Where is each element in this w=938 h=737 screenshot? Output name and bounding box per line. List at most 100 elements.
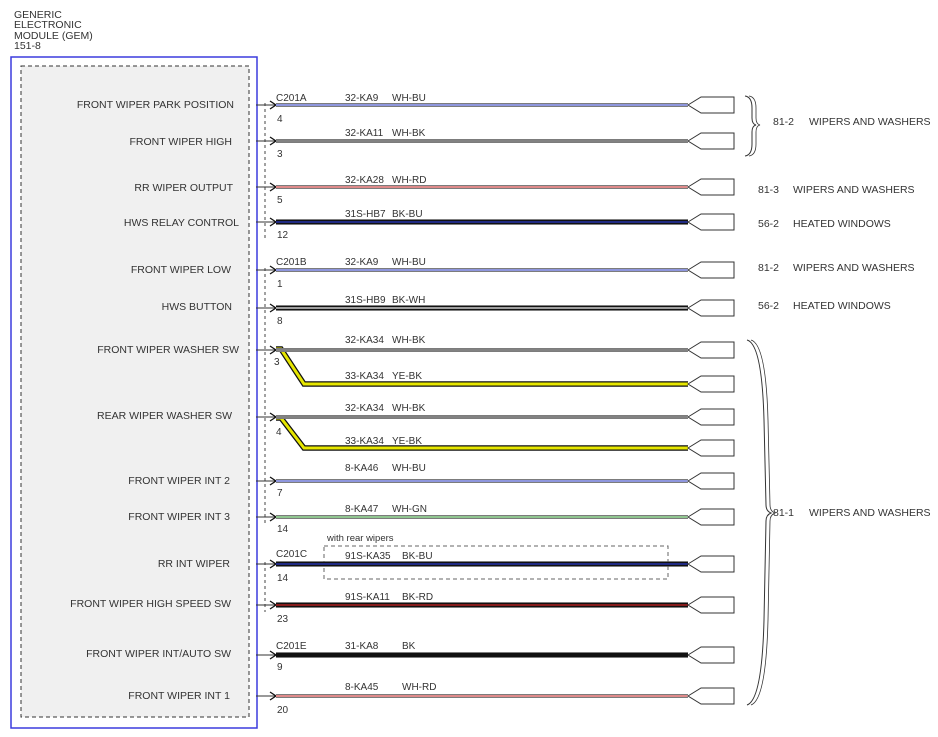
pin-labels: FRONT WIPER PARK POSITION FRONT WIPER HI… bbox=[70, 99, 239, 702]
signal-label: FRONT WIPER INT 1 bbox=[128, 690, 230, 702]
module-title-line: GENERIC bbox=[14, 9, 62, 21]
wire-color: YE-BK bbox=[392, 436, 422, 447]
circuit-id: 32-KA11 bbox=[345, 128, 384, 139]
signal-label: FRONT WIPER INT 3 bbox=[128, 511, 230, 523]
module-title-line: 151-8 bbox=[14, 40, 41, 52]
circuit-id: 33-KA34 bbox=[345, 436, 384, 447]
connector-terminal bbox=[687, 261, 735, 279]
wire-color: YE-BK bbox=[392, 371, 422, 382]
signal-label: FRONT WIPER INT 2 bbox=[128, 475, 230, 487]
connector-terminal bbox=[687, 508, 735, 526]
signal-label: RR WIPER OUTPUT bbox=[134, 182, 233, 194]
destinations: 81-2 WIPERS AND WASHERS 81-3 WIPERS AND … bbox=[758, 116, 931, 519]
signal-label: FRONT WIPER PARK POSITION bbox=[77, 99, 234, 111]
signal-label: FRONT WIPER WASHER SW bbox=[97, 344, 239, 356]
wire-color: WH-RD bbox=[392, 175, 426, 186]
connector-terminal bbox=[687, 132, 735, 150]
wire-color: WH-GN bbox=[392, 504, 427, 515]
brace-group-bottom bbox=[746, 339, 777, 706]
signal-label: RR INT WIPER bbox=[158, 558, 231, 570]
pin-number: 7 bbox=[277, 488, 283, 499]
pin-numbers: 4 3 5 12 1 8 3 4 7 14 14 23 9 20 bbox=[274, 114, 289, 716]
pin-number: 4 bbox=[276, 427, 282, 438]
pin-number: 20 bbox=[277, 705, 289, 716]
signal-label: HWS RELAY CONTROL bbox=[124, 217, 239, 229]
signal-label: FRONT WIPER HIGH bbox=[130, 136, 232, 148]
pin-number: 8 bbox=[277, 316, 283, 327]
connector-label: C201B bbox=[276, 257, 307, 268]
wire-color: BK-WH bbox=[392, 295, 425, 306]
wire-color: BK bbox=[402, 641, 416, 652]
connector-label: C201E bbox=[276, 641, 307, 652]
destination-brace bbox=[748, 95, 761, 157]
circuit-id: 32-KA9 bbox=[345, 93, 379, 104]
splice-front-washer bbox=[276, 346, 688, 387]
destination-ref: 81-3 bbox=[758, 184, 779, 196]
pin-number: 9 bbox=[277, 662, 283, 673]
pin-number: 23 bbox=[277, 614, 289, 625]
connector-label: C201C bbox=[276, 549, 307, 560]
connector-terminal bbox=[687, 472, 735, 490]
wire-color: WH-BU bbox=[392, 257, 426, 268]
circuit-id: 32-KA28 bbox=[345, 175, 384, 186]
connector-terminal bbox=[687, 687, 735, 705]
destination-ref: 56-2 bbox=[758, 300, 779, 312]
circuit-labels: 32-KA9 WH-BU 32-KA11 WH-BK 32-KA28 WH-RD… bbox=[345, 93, 436, 693]
module-title-line: MODULE (GEM) bbox=[14, 30, 93, 42]
destination-label: WIPERS AND WASHERS bbox=[809, 116, 931, 128]
wire-color: BK-BU bbox=[402, 551, 433, 562]
connector-terminal bbox=[687, 213, 735, 231]
destination-brace bbox=[750, 339, 777, 706]
connector-terminal bbox=[687, 299, 735, 317]
circuit-id: 91S-KA35 bbox=[345, 551, 391, 562]
module-inner-panel bbox=[20, 65, 250, 718]
option-note: with rear wipers bbox=[326, 533, 394, 544]
signal-label: REAR WIPER WASHER SW bbox=[97, 410, 232, 422]
wire-color: BK-RD bbox=[402, 592, 433, 603]
module-title-line: ELECTRONIC bbox=[14, 19, 82, 31]
connector-terminal bbox=[687, 96, 735, 114]
signal-label: FRONT WIPER INT/AUTO SW bbox=[86, 648, 231, 660]
circuit-id: 33-KA34 bbox=[345, 371, 384, 382]
circuit-id: 32-KA9 bbox=[345, 257, 379, 268]
circuit-id: 32-KA34 bbox=[345, 335, 384, 346]
circuit-id: 31-KA8 bbox=[345, 641, 379, 652]
circuit-id: 31S-HB9 bbox=[345, 295, 386, 306]
wire-color: WH-BK bbox=[392, 128, 426, 139]
destination-ref: 81-1 bbox=[773, 507, 794, 519]
destination-label: WIPERS AND WASHERS bbox=[793, 184, 915, 196]
pin-number: 3 bbox=[274, 357, 280, 368]
wire-color: WH-BU bbox=[392, 93, 426, 104]
pin-number: 1 bbox=[277, 279, 283, 290]
destination-ref: 56-2 bbox=[758, 218, 779, 230]
splice-rear-washer bbox=[276, 415, 688, 451]
pin-number: 14 bbox=[277, 573, 289, 584]
pin-number: 4 bbox=[277, 114, 283, 125]
signal-label: FRONT WIPER HIGH SPEED SW bbox=[70, 598, 231, 610]
pin-number: 3 bbox=[277, 149, 283, 160]
wires bbox=[256, 96, 735, 705]
destination-ref: 81-2 bbox=[758, 262, 779, 274]
destination-label: WIPERS AND WASHERS bbox=[809, 507, 931, 519]
destination-ref: 81-2 bbox=[773, 116, 794, 128]
connector-terminal bbox=[687, 555, 735, 573]
circuit-id: 31S-HB7 bbox=[345, 209, 386, 220]
connector-terminal bbox=[687, 341, 735, 359]
destination-brace bbox=[744, 95, 757, 157]
circuit-id: 8-KA46 bbox=[345, 463, 379, 474]
circuit-id: 8-KA45 bbox=[345, 682, 379, 693]
connector-terminal bbox=[687, 646, 735, 664]
pin-number: 5 bbox=[277, 195, 283, 206]
wire-color: WH-RD bbox=[402, 682, 436, 693]
pin-number: 14 bbox=[277, 524, 289, 535]
signal-label: FRONT WIPER LOW bbox=[131, 264, 231, 276]
pin-number: 12 bbox=[277, 230, 289, 241]
wire-color: BK-BU bbox=[392, 209, 423, 220]
destination-label: WIPERS AND WASHERS bbox=[793, 262, 915, 274]
destination-label: HEATED WINDOWS bbox=[793, 300, 891, 312]
connector-terminal bbox=[687, 375, 735, 393]
connector-label: C201A bbox=[276, 93, 307, 104]
connector-terminal bbox=[687, 439, 735, 457]
wire-color: WH-BU bbox=[392, 463, 426, 474]
